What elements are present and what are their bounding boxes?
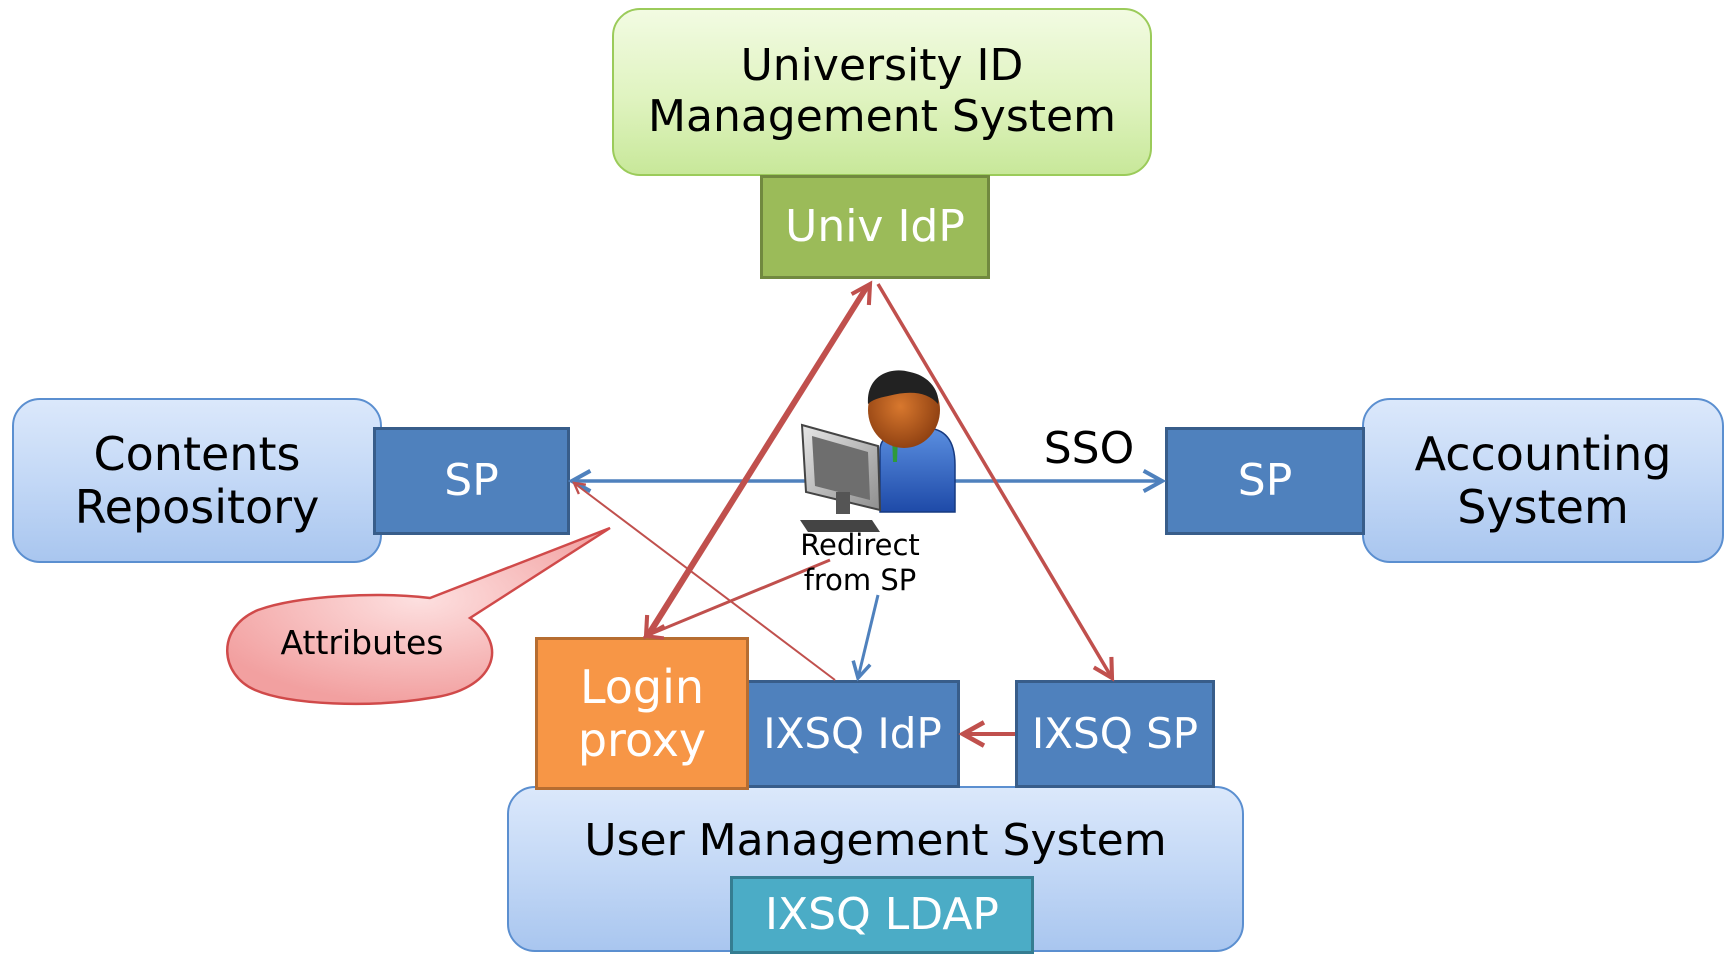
contents-repository: Contents Repository xyxy=(12,398,382,563)
accounting-system: Accounting System xyxy=(1362,398,1724,563)
attributes-label: Attributes xyxy=(280,623,444,662)
ixsq-sp-box: IXSQ SP xyxy=(1015,680,1215,788)
ixsq-ldap-label: IXSQ LDAP xyxy=(765,888,999,940)
redirect-label-line2: from SP xyxy=(803,562,917,597)
ixsq-sp-label: IXSQ SP xyxy=(1031,708,1199,758)
contents-repository-line1: Contents xyxy=(93,426,301,481)
university-system-line2: Management System xyxy=(648,91,1116,142)
contents-sp-label: SP xyxy=(444,454,499,506)
accounting-sp-label: SP xyxy=(1237,454,1293,506)
ixsq-idp-label: IXSQ IdP xyxy=(763,708,942,758)
univ-idp-to-proxy-arrow xyxy=(646,285,868,636)
redirect-to-ixsq-idp-arrow xyxy=(858,594,880,678)
univ-idp-label: Univ IdP xyxy=(785,200,965,252)
accounting-system-line2: System xyxy=(1457,479,1629,534)
ixsq-idp-to-contents-sp-arrow xyxy=(574,483,836,681)
ixsq-ldap-box: IXSQ LDAP xyxy=(730,876,1034,954)
user-management-label: User Management System xyxy=(584,815,1167,866)
login-proxy-line1: Login xyxy=(579,659,705,714)
contents-repository-line2: Repository xyxy=(74,479,320,534)
sso-label: SSO xyxy=(1043,423,1135,474)
proxy-to-univ-idp-arrow xyxy=(646,284,870,639)
redirect-label-line1: Redirect xyxy=(800,528,920,562)
user-computer-icon xyxy=(800,370,956,532)
univ-idp-box: Univ IdP xyxy=(760,175,990,279)
login-proxy-box: Login proxy xyxy=(535,637,749,790)
redirect-to-proxy-arrow xyxy=(646,558,831,636)
attributes-callout-shape xyxy=(226,526,611,706)
accounting-system-line1: Accounting xyxy=(1414,426,1672,481)
login-proxy-line2: proxy xyxy=(577,712,707,767)
univ-idp-to-ixsq-sp-arrow xyxy=(876,283,1112,678)
ixsq-idp-box: IXSQ IdP xyxy=(745,680,960,788)
redirect-label: Redirect from SP xyxy=(775,528,945,598)
university-id-management-system: University ID Management System xyxy=(612,8,1152,176)
accounting-sp-box: SP xyxy=(1165,427,1365,535)
university-system-line1: University ID xyxy=(740,40,1024,92)
